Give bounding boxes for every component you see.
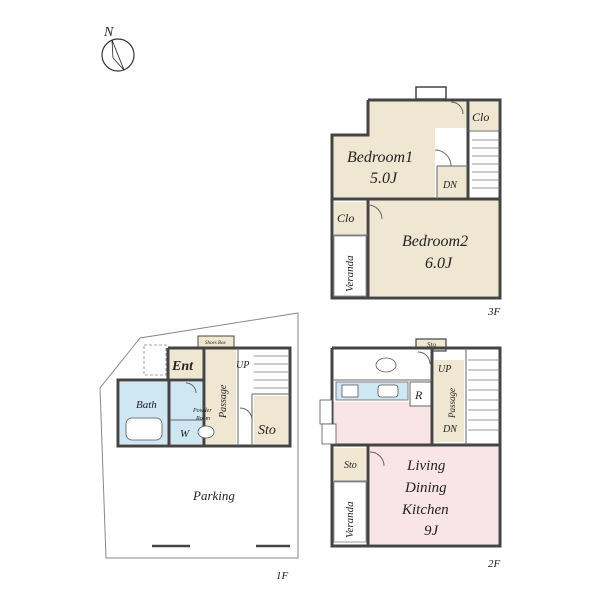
fridge-label: R [414, 388, 423, 402]
stair-up-label-2f: UP [438, 364, 451, 375]
floor-level-1f: 1F [276, 570, 289, 582]
floor-2f: Sto UP Passage R DN Sto Living Dining Ki… [319, 338, 502, 570]
bedroom2-name: Bedroom2 [402, 233, 468, 250]
bedroom1-size: 5.0J [370, 170, 398, 187]
entrance-label: Ent [171, 359, 194, 374]
veranda-label-3f: Veranda [344, 255, 356, 292]
washer-label: W [180, 428, 190, 440]
floor-level-3f: 3F [487, 306, 501, 318]
floor-3f: Bedroom1 5.0J Clo DN Clo Bedroom2 6.0J V… [330, 86, 502, 318]
ldk-size: 9J [424, 523, 440, 539]
veranda-label-2f: Veranda [344, 501, 356, 538]
shoes-box-label: Shoes Box [205, 341, 226, 346]
powder-room-line1: Powder [192, 408, 212, 414]
storage-label-1f: Sto [258, 423, 276, 438]
closet2-label: Clo [337, 211, 354, 225]
storage-top-label-2f: Sto [427, 341, 436, 349]
ldk-line3: Kitchen [401, 502, 449, 518]
floor-level-2f: 2F [488, 558, 501, 570]
compass-label: N [103, 25, 114, 40]
parking-label: Parking [192, 488, 235, 503]
stair-down-label-2f: DN [442, 424, 458, 435]
storage-small-label-2f: Sto [344, 460, 357, 471]
stair-down-label-3f: DN [442, 180, 458, 191]
passage-label-1f: Passage [218, 384, 229, 419]
bath-label: Bath [136, 399, 157, 411]
closet1-label: Clo [472, 110, 489, 124]
stair-up-label-1f: UP [236, 360, 249, 371]
north-arrow-icon: N [101, 25, 135, 72]
powder-room-line2: Room [195, 416, 211, 422]
bedroom1-name: Bedroom1 [347, 149, 413, 166]
bedroom2-size: 6.0J [425, 255, 453, 272]
floor-1f: Shoes Box Ent UP Passage Bath Powder Roo… [99, 312, 299, 582]
ldk-line1: Living [406, 458, 446, 474]
passage-label-2f: Passage [447, 388, 457, 419]
ldk-line2: Dining [404, 480, 447, 496]
